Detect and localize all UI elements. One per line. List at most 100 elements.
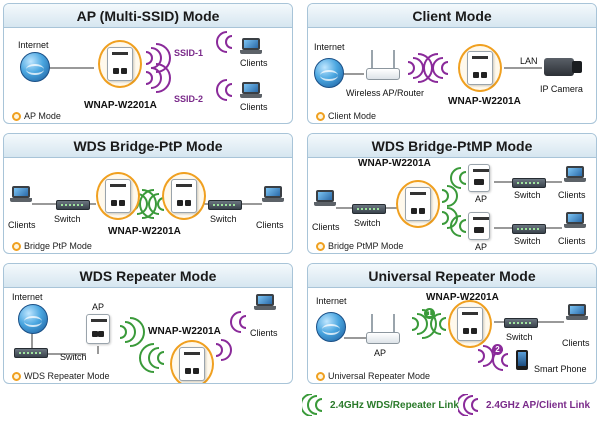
- clients-label: Clients: [558, 236, 586, 246]
- device-label: WNAP-W2201A: [108, 226, 181, 237]
- internet-label: Internet: [314, 42, 345, 52]
- switch-label: Switch: [514, 190, 541, 200]
- laptop-icon: [262, 186, 284, 206]
- connection-lines: [336, 167, 562, 237]
- wnap-device-icon: [171, 179, 197, 213]
- panel-title: AP (Multi-SSID) Mode: [4, 4, 292, 28]
- wireless-waves-wds: [119, 317, 165, 373]
- switch-label: Switch: [506, 332, 533, 342]
- panel-wds-repeater: WDS Repeater Mode Internet Switch AP WNA…: [3, 263, 293, 384]
- switch-label: Switch: [354, 218, 381, 228]
- mode-bullet-icon: [12, 371, 21, 381]
- switch-icon: [208, 200, 242, 210]
- device-label: WNAP-W2201A: [448, 96, 521, 107]
- panel-title: Client Mode: [308, 4, 596, 28]
- switch-icon: [352, 204, 386, 214]
- wireless-waves-clients-bottom: [216, 79, 233, 101]
- panel-title: WDS Bridge-PtP Mode: [4, 134, 292, 158]
- laptop-icon: [564, 212, 586, 232]
- laptop-icon: [254, 294, 276, 314]
- ip-camera-icon: [544, 56, 582, 78]
- switch-icon: [14, 348, 48, 358]
- ap-label: AP: [92, 302, 105, 312]
- laptop-icon: [566, 304, 588, 324]
- switch-label: Switch: [54, 214, 81, 224]
- clients-label: Clients: [240, 58, 268, 68]
- wnap-device-icon: [457, 307, 483, 341]
- phone-label: Smart Phone: [534, 364, 587, 374]
- clients-label: Clients: [256, 220, 284, 230]
- internet-globe-icon: [316, 312, 346, 342]
- panel-title: WDS Bridge-PtMP Mode: [308, 134, 596, 158]
- ap-label: AP: [475, 194, 488, 204]
- ap-device-icon: [468, 164, 490, 192]
- laptop-icon: [564, 166, 586, 186]
- router-label: Wireless AP/Router: [346, 88, 425, 98]
- wireless-router-icon: [366, 314, 400, 344]
- mode-bullet-icon: [12, 111, 21, 121]
- step-1-badge: 1: [424, 308, 435, 319]
- mode-caption: Client Mode: [316, 111, 376, 121]
- laptop-icon: [10, 186, 32, 206]
- clients-label: Clients: [312, 222, 340, 232]
- legend-ap-client-label: 2.4GHz AP/Client Link: [486, 399, 591, 411]
- internet-label: Internet: [12, 292, 43, 302]
- panel-universal-repeater: Universal Repeater Mode Internet AP 1 WN…: [307, 263, 597, 384]
- wireless-waves-ssid1: [145, 43, 171, 73]
- ssid2-label: SSID-2: [174, 94, 204, 104]
- step-2-badge: 2: [492, 344, 503, 355]
- mode-caption: Bridge PtP Mode: [12, 241, 92, 251]
- mode-caption: AP Mode: [12, 111, 61, 121]
- wireless-router-icon: [366, 50, 400, 80]
- panel-client-mode: Client Mode Internet Wireless AP/Router …: [307, 3, 597, 124]
- mode-bullet-icon: [12, 241, 21, 251]
- clients-label: Clients: [250, 328, 278, 338]
- smartphone-icon: [516, 350, 528, 370]
- connection-lines: [32, 189, 262, 219]
- legend-ap-client-link: 2.4GHz AP/Client Link: [458, 394, 590, 416]
- wnap-device-icon: [405, 187, 431, 221]
- ap-device-icon: [86, 314, 110, 344]
- switch-label: Switch: [514, 236, 541, 246]
- wireless-waves-wds: [441, 167, 467, 237]
- wnap-device-icon: [179, 347, 205, 381]
- clients-label: Clients: [558, 190, 586, 200]
- switch-icon: [504, 318, 538, 328]
- clients-label: Clients: [562, 338, 590, 348]
- legend-wds-link: 2.4GHz WDS/Repeater Link: [302, 394, 459, 416]
- purple-wave-icon: [458, 394, 479, 416]
- legend-wds-label: 2.4GHz WDS/Repeater Link: [330, 399, 459, 411]
- lan-label: LAN: [520, 56, 538, 66]
- mode-caption: Universal Repeater Mode: [316, 371, 430, 381]
- mode-bullet-icon: [316, 371, 325, 381]
- mode-caption: WDS Repeater Mode: [12, 371, 110, 381]
- connection-lines: [34, 31, 233, 101]
- panel-wds-ptmp: WDS Bridge-PtMP Mode WNAP-W2201A Clients…: [307, 133, 597, 254]
- wireless-waves-ssid2: [145, 63, 171, 93]
- wireless-waves-device: [423, 53, 449, 83]
- internet-label: Internet: [316, 296, 347, 306]
- switch-icon: [56, 200, 90, 210]
- panel-ap-mode: AP (Multi-SSID) Mode Internet WNAP-W2201…: [3, 3, 293, 124]
- device-label: WNAP-W2201A: [148, 326, 221, 337]
- wnap-device-icon: [467, 51, 493, 85]
- switch-label: Switch: [60, 352, 87, 362]
- clients-label: Clients: [240, 102, 268, 112]
- internet-globe-icon: [314, 58, 344, 88]
- wnap-device-icon: [105, 179, 131, 213]
- mode-caption: Bridge PtMP Mode: [316, 241, 403, 251]
- clients-label: Clients: [8, 220, 36, 230]
- mode-bullet-icon: [316, 111, 325, 121]
- wnap-device-icon: [107, 47, 133, 81]
- connection-lines: [340, 53, 542, 83]
- laptop-icon: [314, 190, 336, 210]
- wireless-waves-clients-top: [216, 31, 233, 53]
- mode-bullet-icon: [316, 241, 325, 251]
- ap-label: AP: [475, 242, 488, 252]
- device-label: WNAP-W2201A: [84, 100, 157, 111]
- panel-wds-ptp: WDS Bridge-PtP Mode Clients Switch WNAP-…: [3, 133, 293, 254]
- wireless-waves-ap-client: [215, 311, 247, 361]
- ap-label: AP: [374, 348, 387, 358]
- internet-label: Internet: [18, 40, 49, 50]
- laptop-icon: [240, 38, 262, 58]
